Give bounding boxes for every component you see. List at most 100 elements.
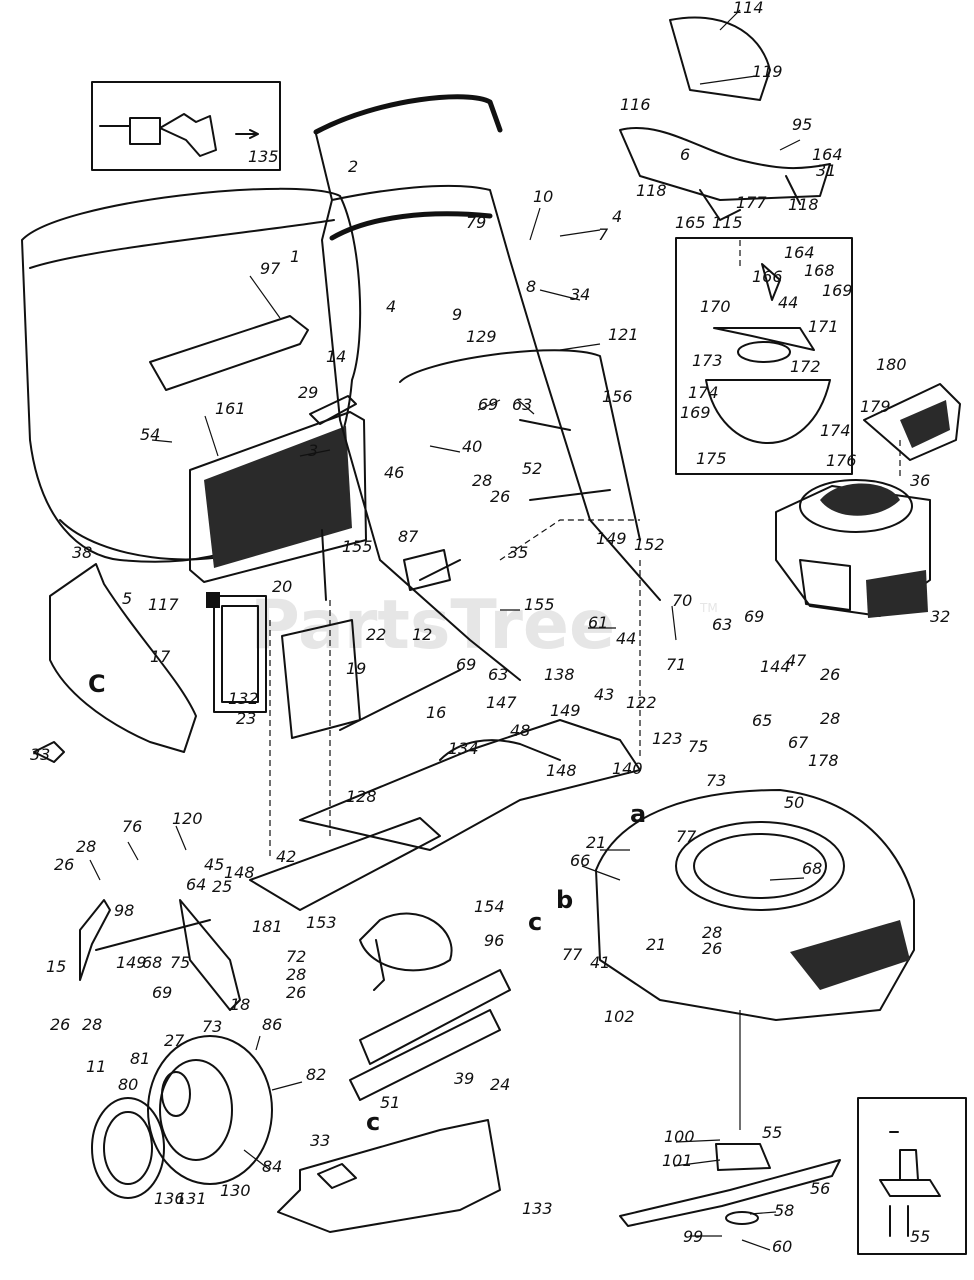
callout-56: 56 [810,1179,830,1198]
callout-132: 132 [228,689,259,708]
callout-8: 8 [526,277,536,296]
callout-55: 55 [910,1227,930,1246]
rear-guard [277,1119,501,1233]
callout-71: 71 [666,655,686,674]
callout-52: 52 [522,459,542,478]
callout-131: 131 [176,1189,207,1208]
callout-26: 26 [54,855,74,874]
callout-174: 174 [688,383,719,402]
callout-172: 172 [790,357,821,376]
callout-55: 55 [762,1123,782,1142]
callout-38: 38 [72,543,92,562]
callout-33: 33 [310,1131,330,1150]
callout-5: 5 [122,589,132,608]
callout-28: 28 [82,1015,102,1034]
callout-114: 114 [733,0,764,17]
callout-152: 152 [634,535,665,554]
callout-32: 32 [930,607,950,626]
callout-26: 26 [50,1015,70,1034]
callout-87: 87 [398,527,419,546]
callout-81: 81 [130,1049,150,1068]
callout-26: 26 [490,487,510,506]
callout-120: 120 [172,809,203,828]
callout-149: 149 [550,701,581,720]
callout-28: 28 [820,709,840,728]
callout-3: 3 [308,441,318,460]
callout-166: 166 [752,267,783,286]
callout-138: 138 [544,665,575,684]
callout-69: 69 [456,655,476,674]
callout-76: 76 [122,817,142,836]
callout-17: 17 [150,647,171,666]
callout-43: 43 [594,685,614,704]
watermark-text: PartsTree [250,586,615,665]
callout-4: 4 [386,297,396,316]
callout-156: 156 [602,387,633,406]
callout-98: 98 [114,901,134,920]
callout-149: 149 [596,529,627,548]
callout-164: 164 [812,145,843,164]
callout-148: 148 [224,863,255,882]
callout-41: 41 [590,953,610,972]
reference-letter-c: c [366,1108,380,1136]
callout-44: 44 [616,629,636,648]
callout-42: 42 [276,847,296,866]
callout-51: 51 [380,1093,400,1112]
callout-118: 118 [788,195,819,214]
callout-39: 39 [454,1069,474,1088]
reference-letter-a: a [630,800,646,828]
callout-70: 70 [672,591,692,610]
callout-7: 7 [598,225,609,244]
callout-84: 84 [262,1157,282,1176]
callout-116: 116 [620,95,651,114]
bag-frame [149,315,367,583]
callout-21: 21 [586,833,606,852]
callout-21: 21 [646,935,666,954]
callout-66: 66 [570,851,590,870]
callout-36: 36 [910,471,930,490]
control-bracket [619,16,831,221]
callout-63: 63 [488,665,508,684]
height-lever [79,899,241,1011]
callout-63: 63 [512,395,532,414]
rear-wheel [91,1035,273,1199]
callout-68: 68 [802,859,822,878]
callout-54: 54 [140,425,160,444]
callout-100: 100 [664,1127,695,1146]
callout-4: 4 [612,207,622,226]
callout-178: 178 [808,751,839,770]
callout-27: 27 [164,1031,185,1050]
callout-80: 80 [118,1075,138,1094]
callout-123: 123 [652,729,683,748]
callout-170: 170 [700,297,731,316]
callout-40: 40 [462,437,482,456]
callout-26: 26 [286,983,306,1002]
callout-153: 153 [306,913,337,932]
callout-28: 28 [286,965,306,984]
inset-shroud [675,237,853,475]
axle-assembly [249,719,641,911]
callout-61: 61 [588,613,608,632]
callout-122: 122 [626,693,657,712]
callout-26: 26 [820,665,840,684]
callout-11: 11 [86,1057,106,1076]
callout-34: 34 [570,285,590,304]
callout-63: 63 [712,615,732,634]
callout-129: 129 [466,327,497,346]
deflector-shield [349,969,511,1101]
callout-144: 144 [760,657,791,676]
callout-31: 31 [816,161,836,180]
callout-147: 147 [486,693,517,712]
callout-28: 28 [76,837,96,856]
callout-19: 19 [346,659,366,678]
callout-72: 72 [286,947,306,966]
callout-169: 169 [822,281,853,300]
callout-179: 179 [860,397,891,416]
callout-119: 119 [752,62,783,81]
callout-46: 46 [384,463,404,482]
callout-128: 128 [346,787,377,806]
height-adjust [281,529,461,739]
